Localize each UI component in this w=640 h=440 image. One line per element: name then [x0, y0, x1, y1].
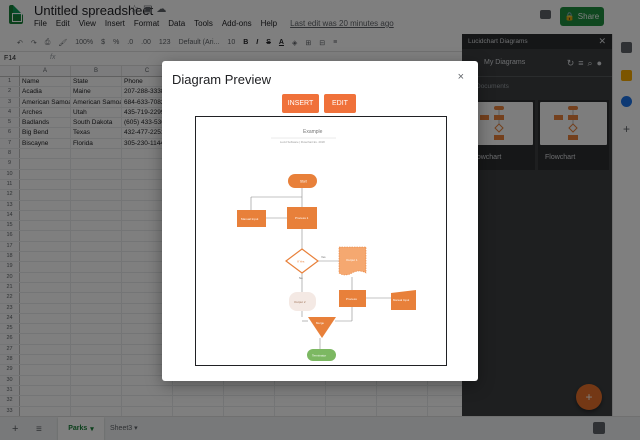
dialog-title: Diagram Preview	[172, 72, 271, 87]
start-node	[288, 174, 317, 188]
merge-node-label: Merge	[316, 321, 324, 325]
process-node-label: Process 1	[295, 216, 309, 220]
start-node-label: Start	[300, 180, 307, 184]
edit-button[interactable]: EDIT	[324, 94, 356, 113]
diagram-preview: Example Lucid Software | Flowchart Ex. 2…	[195, 116, 447, 366]
no-label: No	[299, 276, 303, 280]
output-document-node	[338, 246, 367, 276]
process-node-label: Process	[346, 297, 357, 301]
manual-input-label: Manual Input	[241, 217, 259, 221]
merge-node	[308, 317, 336, 338]
yes-label: Yes	[321, 255, 326, 259]
end-node-label: Terminator	[312, 354, 326, 358]
manual-input-label: Manual Input	[393, 298, 409, 302]
diagram-subtitle: Lucid Software | Flowchart Ex. 2018	[280, 140, 325, 144]
diagram-preview-dialog: Diagram Preview × INSERT EDIT Example Lu…	[162, 61, 478, 381]
decision-node-label: If Yes	[297, 260, 305, 264]
output-node	[289, 292, 316, 311]
output-node-label: Output 2	[294, 300, 306, 304]
output-node-label: Output 1	[346, 258, 358, 262]
insert-button[interactable]: INSERT	[282, 94, 319, 113]
diagram-title: Example	[303, 129, 323, 135]
decision-node	[285, 248, 319, 274]
manual-input-node	[237, 210, 266, 227]
flowchart-diagram: Example Lucid Software | Flowchart Ex. 2…	[237, 129, 416, 361]
manual-input-node	[391, 290, 416, 310]
process-node	[339, 290, 366, 307]
end-node	[307, 349, 336, 361]
process-node	[287, 207, 317, 229]
close-icon[interactable]: ×	[457, 71, 464, 83]
